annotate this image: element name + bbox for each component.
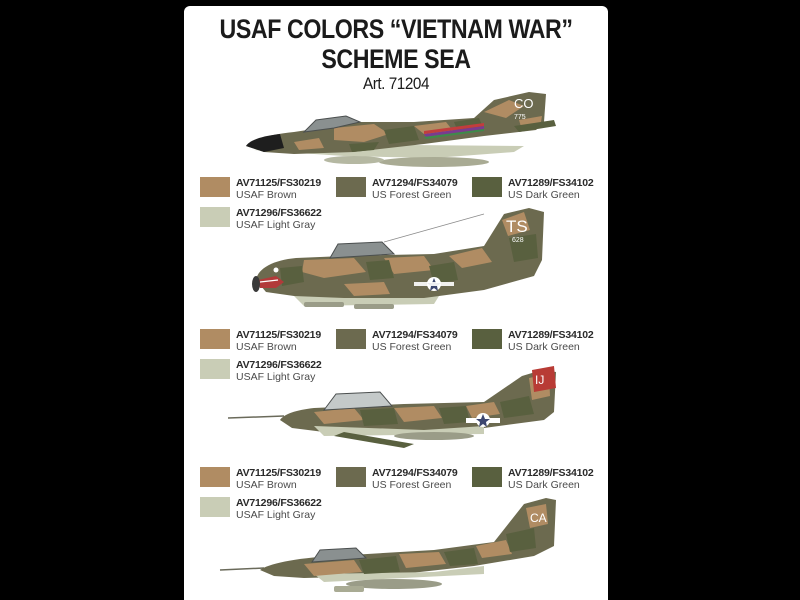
swatch-us-dark-green: [472, 467, 502, 487]
color-label: AV71289/FS34102 US Dark Green: [508, 467, 594, 491]
swatch-usaf-light-gray: [200, 359, 230, 379]
color-label: AV71296/FS36622 USAF Light Gray: [236, 207, 322, 231]
f105-tail-code: CA: [530, 511, 547, 525]
swatch-us-dark-green: [472, 329, 502, 349]
color-label: AV71294/FS34079 US Forest Green: [372, 329, 458, 353]
article-number: Art. 71204: [362, 74, 430, 93]
a37-dragonfly-illustration: IJ: [227, 366, 556, 448]
title-line-1: USAF COLORS “VIETNAM WAR”: [219, 14, 573, 44]
swatch-usaf-brown: [200, 467, 230, 487]
color-label: AV71296/FS36622 USAF Light Gray: [236, 497, 322, 521]
color-label: AV71294/FS34079 US Forest Green: [372, 177, 458, 201]
color-label: AV71289/FS34102 US Dark Green: [508, 177, 594, 201]
color-label: AV71125/FS30219 USAF Brown: [236, 329, 321, 353]
color-label: AV71296/FS36622 USAF Light Gray: [236, 359, 322, 383]
swatch-us-forest-green: [336, 177, 366, 197]
color-label: AV71289/FS34102 US Dark Green: [508, 329, 594, 353]
color-label: AV71294/FS34079 US Forest Green: [372, 467, 458, 491]
swatch-us-dark-green: [472, 177, 502, 197]
a1-tail-code: TS: [506, 217, 528, 236]
title-line-2: SCHEME SEA: [321, 44, 471, 74]
f4-tail-code: CO: [514, 96, 534, 111]
swatch-us-forest-green: [336, 329, 366, 349]
f105-thunderchief-illustration: CA: [219, 498, 556, 592]
swatch-usaf-brown: [200, 177, 230, 197]
a37-tail-code: IJ: [535, 373, 544, 387]
swatch-usaf-light-gray: [200, 207, 230, 227]
swatch-us-forest-green: [336, 467, 366, 487]
color-label: AV71125/FS30219 USAF Brown: [236, 177, 321, 201]
a1-serial: 628: [512, 237, 524, 244]
f4-serial: 775: [514, 114, 526, 121]
color-label: AV71125/FS30219 USAF Brown: [236, 467, 321, 491]
f4-phantom-illustration: CO 775: [246, 92, 556, 167]
swatch-usaf-brown: [200, 329, 230, 349]
a1-skyraider-illustration: TS 628: [252, 208, 544, 309]
paint-set-card: USAF COLORS “VIETNAM WAR” SCHEME SEA Art…: [184, 6, 608, 600]
swatch-usaf-light-gray: [200, 497, 230, 517]
